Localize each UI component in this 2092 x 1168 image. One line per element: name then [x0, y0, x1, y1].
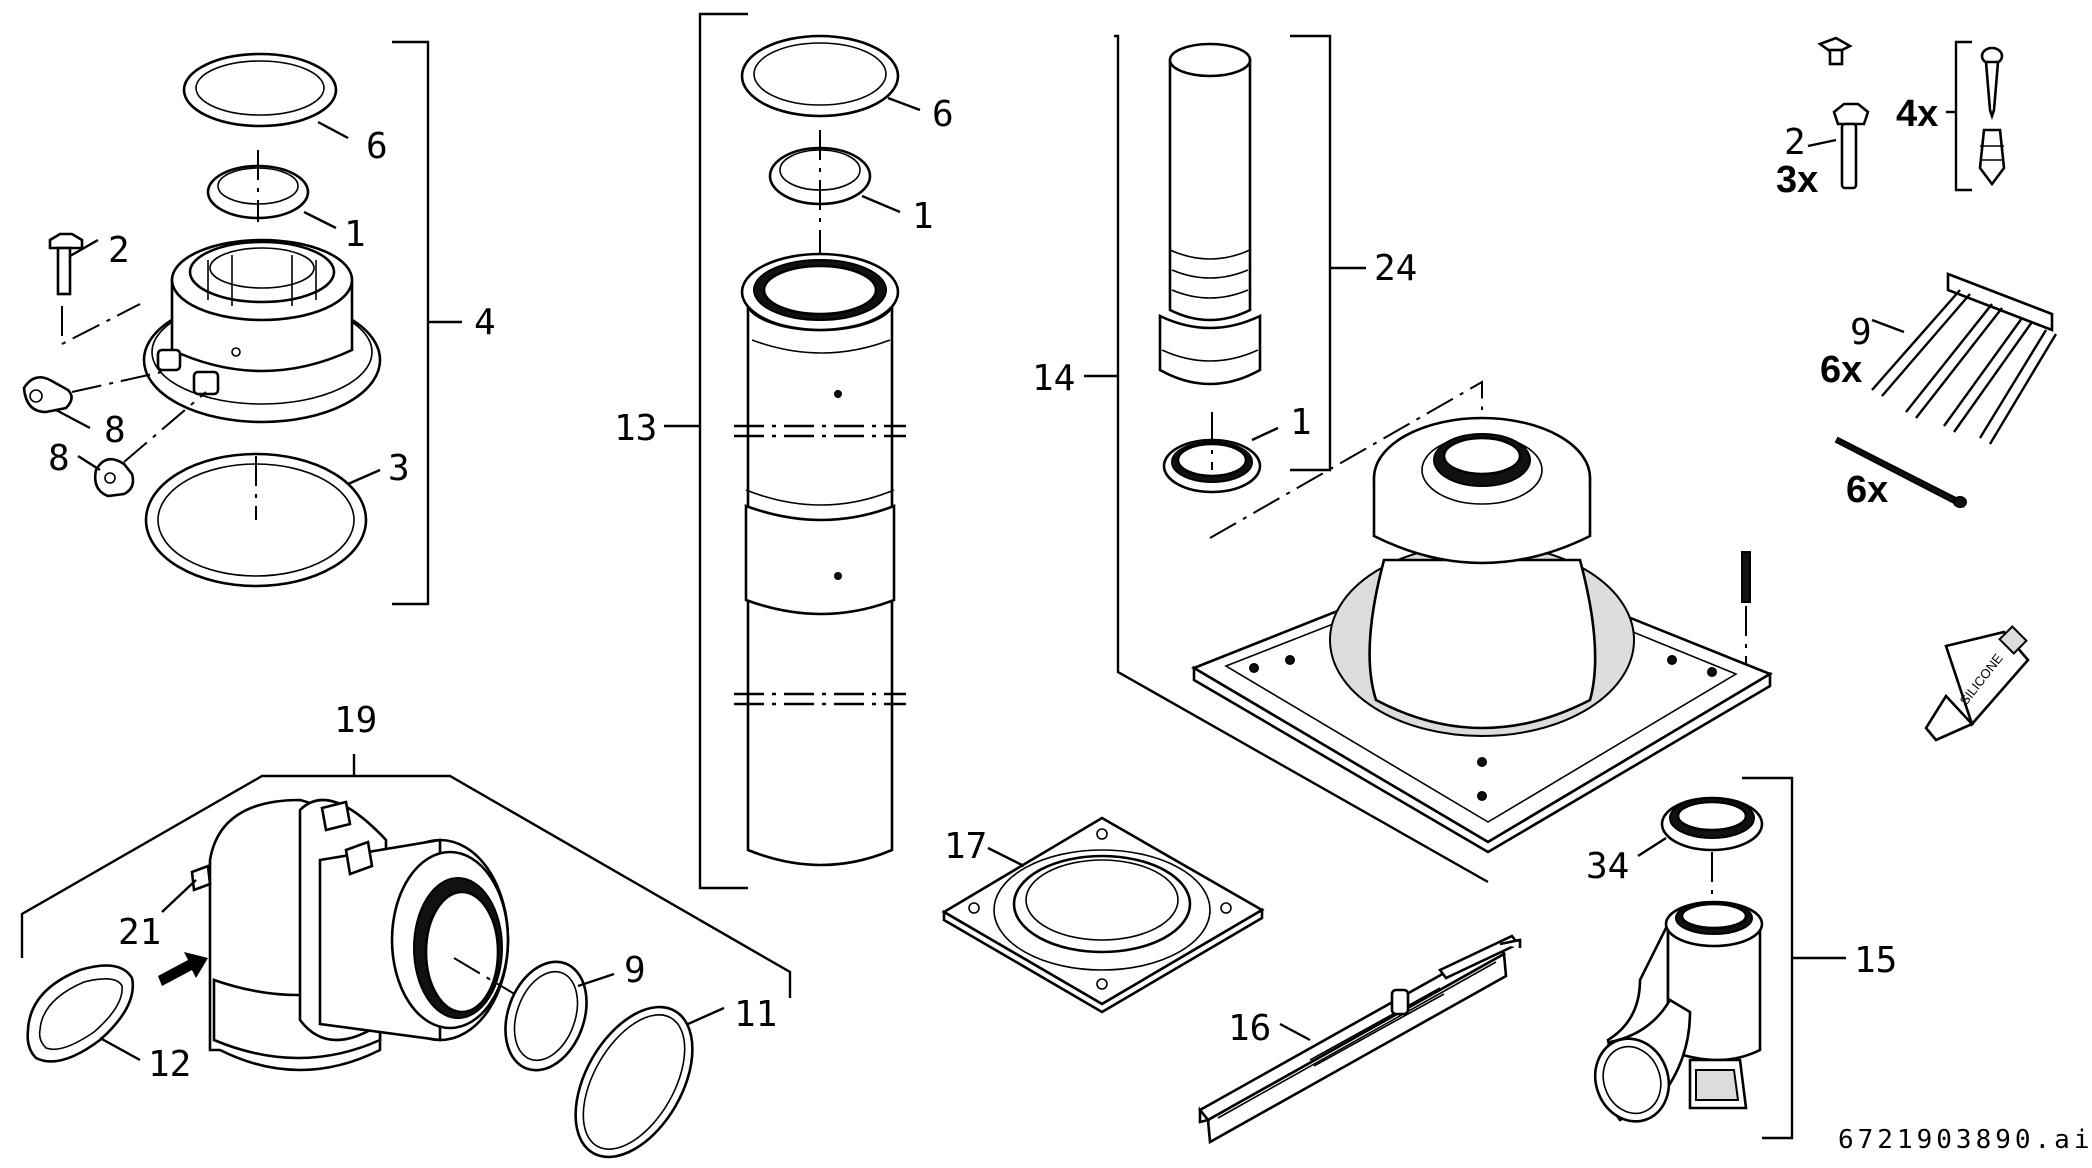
assembly-path-clip-a [71, 371, 163, 393]
qty-6x-ties: 6x [1846, 469, 1888, 511]
leader-2a [69, 238, 99, 258]
part-roof-flashing [1191, 416, 1773, 854]
callout-6a: 6 [366, 126, 388, 167]
part-small-screw [1817, 36, 1853, 66]
leader-11 [687, 1006, 725, 1026]
leader-34 [1637, 836, 1667, 858]
leader-12 [99, 1036, 141, 1062]
callout-2a: 2 [108, 230, 130, 271]
callout-17: 17 [944, 826, 987, 867]
callout-21: 21 [118, 912, 161, 953]
part-elbow-87deg [190, 798, 510, 1072]
callout-15: 15 [1854, 940, 1897, 981]
part-clip-8-lower [93, 457, 135, 498]
part-seal-34 [1660, 796, 1764, 852]
leader-2b [1807, 138, 1837, 148]
part-seal-6-pipe [740, 34, 900, 118]
assembly-path-clip-b [123, 391, 207, 463]
part-bolt-2-top-right [1832, 102, 1870, 190]
part-silicone-tube: SILICONE [1924, 625, 2030, 742]
part-clip-8-upper [22, 376, 73, 414]
leader-9a [1871, 318, 1905, 334]
leader-8a [55, 408, 91, 430]
callout-34: 34 [1586, 846, 1629, 887]
callout-8a: 8 [104, 410, 126, 451]
leader-6b [887, 96, 921, 112]
callout-3: 3 [388, 448, 410, 489]
leader-1c [1251, 426, 1279, 442]
leader-3 [347, 468, 381, 486]
leader-9b [577, 972, 615, 988]
callout-9b: 9 [624, 950, 646, 991]
callout-1c: 1 [1290, 402, 1312, 443]
callout-24: 24 [1374, 248, 1417, 289]
callout-16: 16 [1228, 1008, 1271, 1049]
bracket-4 [392, 40, 430, 606]
drawing-reference: 6721903890.ai [1838, 1125, 2092, 1155]
callout-13: 13 [614, 408, 657, 449]
part-wood-screw-roof [1741, 551, 1751, 664]
leader-6a [317, 120, 349, 140]
part-roof-clip-9 [1871, 272, 2058, 445]
part-bend-15 [1593, 900, 1764, 1123]
leader-1a [303, 210, 337, 230]
part-seal-11 [574, 1005, 694, 1159]
callout-12: 12 [148, 1044, 191, 1085]
part-oval-gasket-12 [26, 964, 135, 1063]
part-seal-6-top-left [182, 52, 338, 128]
insert-arrow-icon [158, 952, 208, 986]
bracket-24 [1290, 34, 1332, 472]
callout-4: 4 [474, 302, 496, 343]
bracket-13 [698, 12, 748, 890]
qty-6x-clips: 6x [1820, 349, 1862, 391]
part-terminal-24 [1158, 42, 1262, 386]
part-boiler-adaptor [142, 238, 382, 424]
part-screw-2-top-left [48, 232, 84, 296]
callout-2b: 2 [1784, 122, 1806, 163]
callout-8b: 8 [48, 438, 70, 479]
qty-3x: 3x [1776, 159, 1818, 201]
leader-8b [77, 454, 101, 472]
qty-4x: 4x [1896, 93, 1938, 135]
callout-11: 11 [734, 994, 777, 1035]
part-extension-pipe [734, 252, 906, 867]
bracket-19 [20, 774, 792, 998]
part-wall-plug-4x [1978, 128, 2006, 187]
bracket-14 [1114, 34, 1489, 884]
bracket-4x [1954, 40, 1972, 192]
part-cable-tie [1834, 436, 1967, 508]
leader-17 [987, 846, 1025, 868]
callout-1a: 1 [344, 214, 366, 255]
leader-1b [861, 194, 901, 214]
part-flat-roof-plate-17 [941, 816, 1265, 1014]
part-seal-9-elbow [504, 960, 588, 1072]
part-wood-screw-4x [1980, 46, 2004, 121]
callout-1b: 1 [912, 196, 934, 237]
callout-19: 19 [334, 700, 377, 741]
leader-16 [1279, 1022, 1311, 1042]
part-support-bracket-16 [1198, 934, 1522, 1145]
callout-6b: 6 [932, 94, 954, 135]
leader-21 [161, 879, 197, 913]
callout-14: 14 [1032, 358, 1075, 399]
roof-alignment-line [1209, 380, 1483, 539]
assembly-path-screw [61, 303, 141, 346]
callout-9a: 9 [1850, 312, 1872, 353]
